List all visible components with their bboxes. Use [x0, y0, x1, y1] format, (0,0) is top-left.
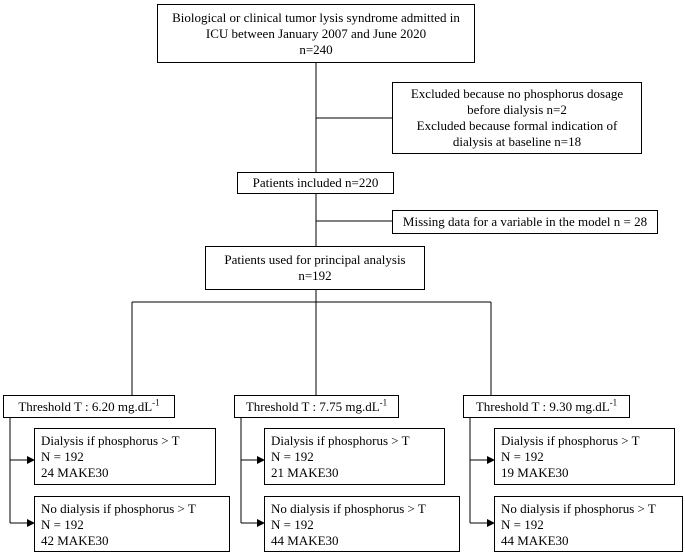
t1-no-dialysis-title: No dialysis if phosphorus > T	[41, 501, 196, 516]
threshold-1-no-dialysis-box: No dialysis if phosphorus > T N = 192 42…	[34, 496, 230, 552]
analysis-line-1: Patients used for principal analysis	[224, 252, 406, 267]
analysis-line-2: n=192	[298, 268, 332, 283]
t2-no-dialysis-make: 44 MAKE30	[271, 533, 339, 548]
t1-no-dialysis-make: 42 MAKE30	[41, 533, 109, 548]
t2-no-dialysis-n: N = 192	[271, 517, 314, 532]
t1-no-dialysis-n: N = 192	[41, 517, 84, 532]
threshold-2-dialysis-box: Dialysis if phosphorus > T N = 192 21 MA…	[264, 428, 445, 485]
t1-dialysis-n: N = 192	[41, 449, 84, 464]
threshold-2-label: Threshold T : 7.75 mg.dL	[245, 398, 380, 414]
exclusion-1-line-1: Excluded because no phosphorus dosage	[410, 86, 624, 101]
patients-included-box: Patients included n=220	[237, 172, 394, 194]
t3-no-dialysis-n: N = 192	[501, 517, 544, 532]
t1-dialysis-make: 24 MAKE30	[41, 465, 109, 480]
cohort-line-1: Biological or clinical tumor lysis syndr…	[172, 9, 460, 25]
principal-analysis-box: Patients used for principal analysis n=1…	[205, 246, 425, 290]
threshold-1-unit-exponent: -1	[152, 397, 160, 408]
exclusion-2-label: Missing data for a variable in the model…	[402, 214, 648, 229]
exclusion-1-line-3: Excluded because formal indication of	[416, 118, 618, 133]
threshold-box-3: Threshold T : 9.30 mg.dL-1	[463, 395, 630, 418]
t1-dialysis-title: Dialysis if phosphorus > T	[41, 433, 180, 448]
t2-dialysis-make: 21 MAKE30	[271, 465, 339, 480]
included-label: Patients included n=220	[252, 175, 379, 190]
exclusion-box-phosphorus: Excluded because no phosphorus dosage be…	[392, 82, 642, 154]
threshold-2-unit-exponent: -1	[379, 397, 388, 408]
t3-dialysis-n: N = 192	[501, 449, 544, 464]
threshold-3-label: Threshold T : 9.30 mg.dL	[475, 398, 610, 414]
threshold-3-dialysis-box: Dialysis if phosphorus > T N = 192 19 MA…	[494, 428, 675, 485]
threshold-box-1: Threshold T : 6.20 mg.dL-1	[3, 395, 175, 418]
t3-dialysis-make: 19 MAKE30	[501, 465, 569, 480]
t3-no-dialysis-title: No dialysis if phosphorus > T	[501, 501, 656, 516]
threshold-1-dialysis-box: Dialysis if phosphorus > T N = 192 24 MA…	[34, 428, 216, 485]
exclusion-1-line-4: dialysis at baseline n=18	[452, 134, 582, 149]
threshold-3-unit-exponent: -1	[609, 397, 618, 408]
t3-no-dialysis-make: 44 MAKE30	[501, 533, 569, 548]
t2-no-dialysis-title: No dialysis if phosphorus > T	[271, 501, 426, 516]
threshold-1-label: Threshold T : 6.20 mg.dL	[18, 398, 153, 414]
t3-dialysis-title: Dialysis if phosphorus > T	[501, 433, 640, 448]
exclusion-1-line-2: before dialysis n=2	[467, 102, 567, 117]
t2-dialysis-title: Dialysis if phosphorus > T	[271, 433, 410, 448]
threshold-box-2: Threshold T : 7.75 mg.dL-1	[234, 395, 399, 418]
cohort-line-2: ICU between January 2007 and June 2020	[205, 25, 427, 41]
threshold-2-no-dialysis-box: No dialysis if phosphorus > T N = 192 44…	[264, 496, 460, 552]
tumor-lysis-cohort-box: Biological or clinical tumor lysis syndr…	[157, 4, 475, 63]
cohort-line-3: n=240	[299, 41, 333, 57]
threshold-3-no-dialysis-box: No dialysis if phosphorus > T N = 192 44…	[494, 496, 683, 552]
exclusion-box-missing-data: Missing data for a variable in the model…	[392, 210, 658, 234]
t2-dialysis-n: N = 192	[271, 449, 314, 464]
